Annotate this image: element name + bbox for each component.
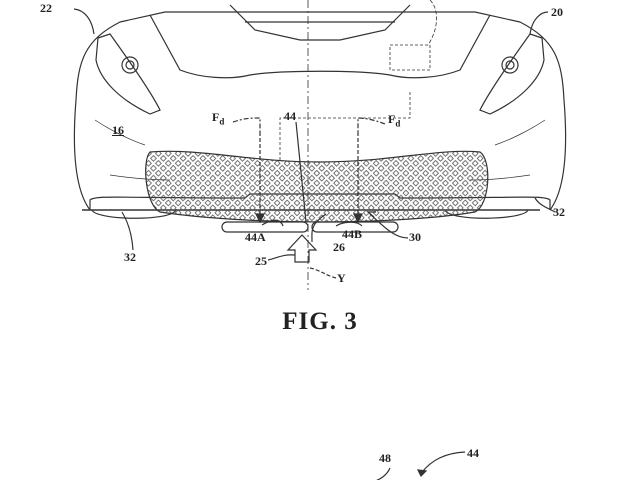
grille-mesh <box>145 150 489 223</box>
ref-30: 30 <box>409 230 421 244</box>
ref-32-right: 32 <box>553 205 565 219</box>
fd-subscript: d <box>395 118 401 129</box>
ref-44-top: 44 <box>284 109 296 123</box>
figure-caption: FIG. 3 <box>282 308 358 335</box>
ref-fd-left: Fd <box>212 111 224 126</box>
ref-25: 25 <box>255 254 267 268</box>
right-headlight <box>479 33 545 115</box>
body-outline <box>73 11 567 211</box>
ref-48: 48 <box>379 451 391 465</box>
ref-20: 20 <box>551 5 563 19</box>
ref-Y: Y <box>337 271 346 285</box>
fd-subscript: d <box>219 116 225 127</box>
ref-fd-right: Fd <box>388 113 400 128</box>
ref-22: 22 <box>40 1 52 15</box>
ref-16: 16 <box>112 123 124 137</box>
airflow-arrow-25 <box>286 234 318 263</box>
ref-44B: 44B <box>342 227 363 241</box>
ref-44-bottom: 44 <box>467 446 479 460</box>
ref-26: 26 <box>333 240 345 254</box>
fd-symbol: F <box>388 112 396 126</box>
ref-44A: 44A <box>245 230 266 244</box>
fd-symbol: F <box>212 110 220 124</box>
ref-32-left: 32 <box>124 250 136 264</box>
left-headlight <box>95 33 161 115</box>
